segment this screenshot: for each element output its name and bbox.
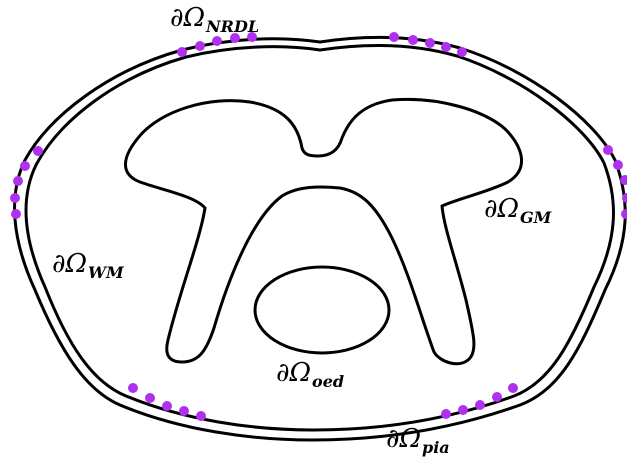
label-gm: ∂ΩGM xyxy=(484,196,551,226)
boundary-marker-dot xyxy=(389,32,399,42)
label-oed-symbol: ∂Ω xyxy=(276,358,311,388)
boundary-marker-dot xyxy=(613,160,623,170)
boundary-marker-dot xyxy=(508,383,518,393)
label-wm: ∂ΩWM xyxy=(52,251,124,281)
label-wm-symbol: ∂Ω xyxy=(52,249,87,279)
boundary-marker-dot xyxy=(621,209,627,219)
label-pia-symbol: ∂Ω xyxy=(386,424,421,454)
boundary-marker-dot xyxy=(195,41,205,51)
boundary-marker-dot xyxy=(177,47,187,57)
label-oed-subscript: oed xyxy=(312,372,344,391)
nrdl-marker-group-right xyxy=(389,32,467,57)
boundary-marker-dot xyxy=(11,209,21,219)
boundary-marker-dot xyxy=(458,405,468,415)
label-pia-subscript: pia xyxy=(422,438,450,457)
label-gm-symbol: ∂Ω xyxy=(484,194,519,224)
boundary-marker-dot xyxy=(457,47,467,57)
boundary-marker-dot xyxy=(492,392,502,402)
label-pia: ∂Ωpia xyxy=(386,426,450,456)
label-oed: ∂Ωoed xyxy=(276,360,344,390)
boundary-marker-dot xyxy=(408,35,418,45)
grey-matter-boundary xyxy=(125,99,521,363)
label-nrdl: ∂ΩNRDL xyxy=(170,5,259,35)
boundary-marker-dot xyxy=(145,393,155,403)
oedema-region-boundary xyxy=(255,267,389,353)
boundary-marker-dot xyxy=(441,409,451,419)
label-wm-subscript: WM xyxy=(88,263,124,282)
boundary-marker-dot xyxy=(179,406,189,416)
boundary-marker-dot xyxy=(20,161,30,171)
boundary-marker-dot xyxy=(128,383,138,393)
boundary-marker-dot xyxy=(196,411,206,421)
boundary-marker-dot xyxy=(603,145,613,155)
boundary-marker-dot xyxy=(212,36,222,46)
boundary-marker-dot xyxy=(13,176,23,186)
label-nrdl-symbol: ∂Ω xyxy=(170,3,205,33)
boundary-marker-dot xyxy=(441,42,451,52)
lateral-marker-group-right xyxy=(603,145,627,219)
boundary-marker-dot xyxy=(425,38,435,48)
label-nrdl-subscript: NRDL xyxy=(206,17,259,36)
boundary-marker-dot xyxy=(33,146,43,156)
label-gm-subscript: GM xyxy=(520,208,551,227)
boundary-marker-dot xyxy=(10,193,20,203)
boundary-marker-dot xyxy=(162,401,172,411)
boundary-marker-dot xyxy=(475,400,485,410)
